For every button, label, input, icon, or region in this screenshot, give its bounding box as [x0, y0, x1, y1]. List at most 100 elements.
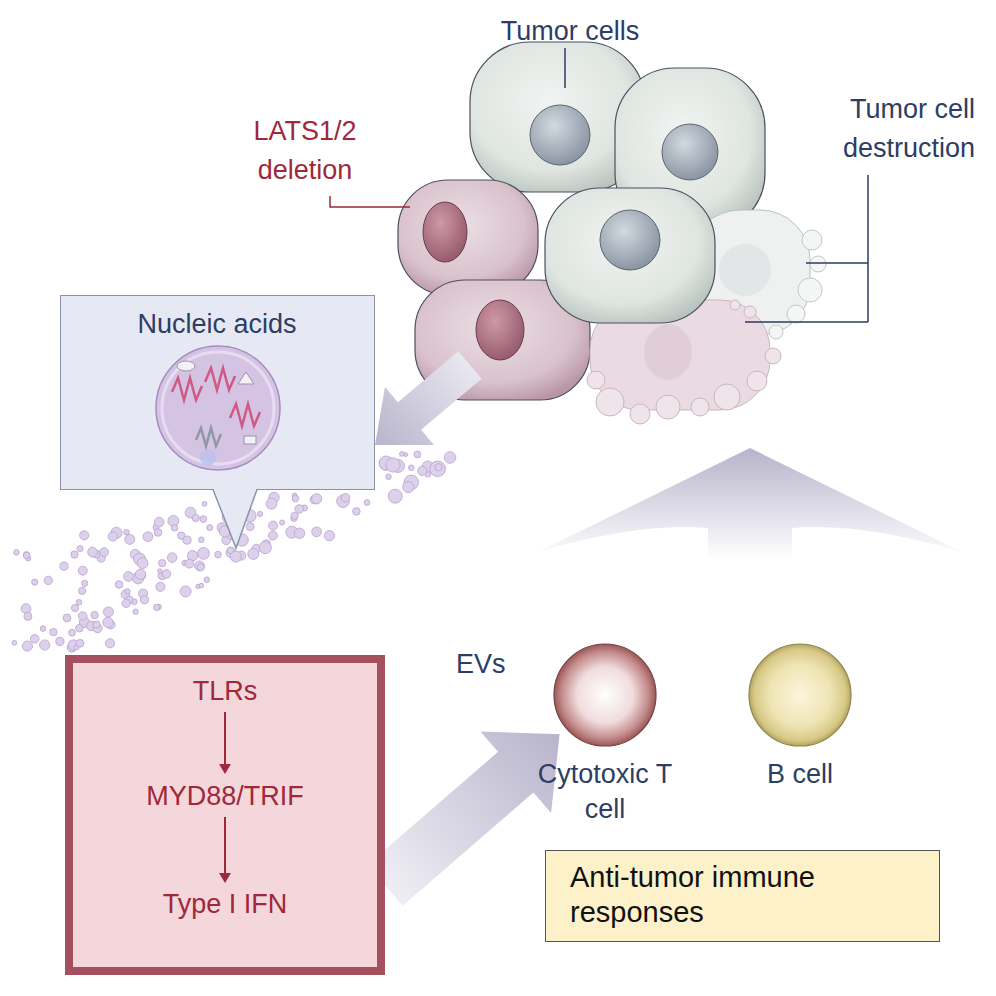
ev-dot	[269, 521, 278, 530]
bleb	[587, 371, 605, 389]
ev-dot	[192, 514, 199, 521]
ev-dot	[202, 502, 207, 507]
ev-dot	[230, 551, 241, 562]
ev-dot	[444, 452, 456, 464]
ev-dot	[91, 611, 98, 618]
cell-nucleus	[530, 105, 590, 165]
node-text: Nucleic acids	[61, 308, 373, 341]
ev-dot	[236, 534, 248, 546]
ev-dot	[295, 505, 304, 514]
ev-dot	[100, 548, 109, 557]
ev-dot	[219, 526, 230, 537]
ev-dot	[292, 495, 299, 502]
cell-nucleus	[662, 124, 718, 180]
ev-dot	[103, 607, 113, 617]
ev-dot	[77, 546, 83, 552]
cargo	[200, 450, 216, 466]
bleb	[691, 398, 709, 416]
bleb	[596, 388, 624, 416]
ev-dot	[435, 464, 442, 471]
flow-arrow	[367, 731, 559, 905]
ev-dot	[23, 552, 29, 558]
ev-dot	[124, 529, 130, 535]
annotation-label: LATS1/2 deletion	[245, 112, 365, 190]
ev-dot	[80, 531, 89, 540]
ev-dot	[88, 547, 98, 557]
bleb	[765, 348, 781, 364]
ev-dot	[364, 500, 370, 506]
ev-dot	[154, 517, 164, 527]
ev-dot	[185, 559, 194, 568]
ev-dot	[156, 582, 165, 591]
ev-dot	[71, 604, 78, 611]
ev-dot	[259, 542, 271, 554]
bleb	[787, 305, 805, 323]
nucleic-acid	[230, 404, 260, 426]
bleb	[730, 300, 740, 310]
ev-dot	[199, 537, 205, 543]
cell-nucleus	[476, 300, 524, 360]
ev-dot	[76, 624, 84, 632]
cell-nucleus	[644, 324, 692, 380]
nucleic-acid	[196, 428, 221, 446]
ev-dot	[207, 525, 213, 531]
ev-dot	[108, 532, 117, 541]
leader-line	[564, 48, 566, 88]
ev-dot	[24, 612, 32, 620]
ev-dot	[204, 577, 210, 583]
signal-arrow-head	[219, 873, 231, 883]
ev-dot	[122, 599, 130, 607]
outcome-box: Anti-tumor immune responses	[545, 850, 940, 942]
callout-pointer	[213, 487, 257, 548]
ev-dot	[294, 528, 304, 538]
cell-nucleus	[600, 210, 660, 270]
ev-dot	[215, 551, 222, 558]
ev-dot	[30, 635, 39, 644]
ev-dot	[21, 604, 31, 614]
cell-nucleus	[423, 202, 467, 262]
ev-dot	[244, 509, 257, 522]
bleb	[798, 278, 822, 302]
ev-dot	[180, 586, 191, 597]
cargo	[244, 436, 256, 444]
ev-dot	[125, 589, 130, 594]
nucleic-acid	[205, 368, 235, 390]
ev-dot	[115, 581, 123, 589]
ev-dot	[243, 509, 248, 514]
ev-dot	[56, 637, 64, 645]
bleb	[656, 395, 680, 419]
ev-dot	[76, 639, 84, 647]
ev-dot	[266, 498, 277, 509]
node-text: MYD88/TRIF	[73, 780, 377, 813]
ev-dot	[341, 493, 350, 502]
bleb	[630, 404, 650, 424]
annotation-label: Tumor cell destruction	[835, 90, 975, 168]
ev-dot	[291, 512, 298, 519]
ev-dot	[268, 531, 277, 540]
ev-dot	[137, 558, 148, 569]
ev-vesicle	[156, 346, 280, 470]
attack-arrow	[538, 448, 962, 562]
ev-dot	[418, 466, 427, 475]
ev-dot	[246, 523, 254, 531]
ev-dot	[40, 626, 46, 632]
ev-dot	[125, 534, 135, 544]
ev-dot	[199, 583, 204, 588]
ev-dot	[63, 614, 71, 622]
ev-dot	[22, 641, 32, 651]
signal-arrow	[224, 817, 226, 877]
ev-dot	[12, 641, 17, 646]
t-cell: Cytotoxic T cell	[553, 643, 657, 747]
ev-dot	[124, 572, 134, 582]
ev-dot	[386, 474, 392, 480]
bleb	[769, 325, 783, 339]
cargo	[238, 372, 254, 384]
ev-dot	[414, 451, 421, 458]
ev-dot	[78, 566, 87, 575]
pathway-box: TLRsMYD88/TRIFType I IFN	[65, 655, 385, 975]
lats-deleted-cell	[398, 180, 538, 295]
ev-membrane	[162, 352, 274, 464]
ev-dot	[222, 512, 233, 523]
leader-line	[330, 196, 410, 207]
